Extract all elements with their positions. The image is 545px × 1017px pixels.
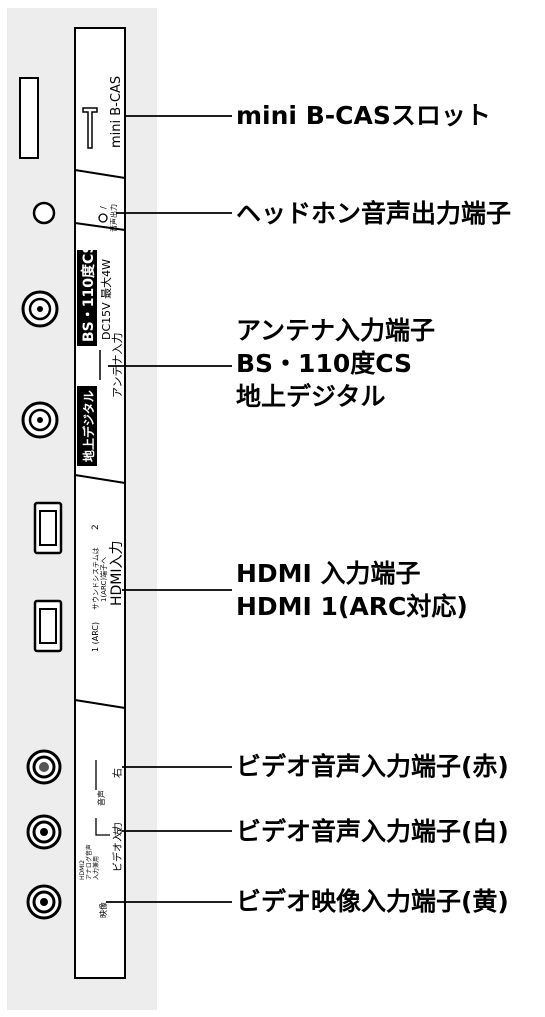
hdmi2-label-line2: アナログ音声 bbox=[85, 844, 93, 880]
callout-bcas-text: mini B-CASスロット bbox=[236, 101, 491, 130]
audio-label: 音声 bbox=[96, 790, 106, 806]
callout-video-yellow-text: ビデオ映像入力端子(黄) bbox=[236, 887, 509, 916]
terrestrial-badge: 地上デジタル bbox=[81, 390, 96, 462]
audio-left-jack bbox=[26, 814, 62, 850]
callout-audio-red: ビデオ音声入力端子(赤) bbox=[236, 750, 509, 783]
section-dividers bbox=[74, 169, 126, 709]
callout-antenna-terrestrial: 地上デジタル bbox=[236, 382, 386, 411]
hdmi2-label-line1: HDMI2 bbox=[79, 860, 86, 880]
callout-hdmi: HDMI 入力端子 HDMI 1(ARC対応) bbox=[236, 557, 468, 623]
callout-bcas-slot: mini B-CASスロット bbox=[236, 99, 491, 132]
callout-hdmi-arc: HDMI 1(ARC対応) bbox=[236, 592, 468, 621]
headphone-icon bbox=[98, 213, 108, 223]
video-jack bbox=[26, 884, 62, 920]
leader-lines bbox=[106, 115, 232, 903]
callout-headphone: ヘッドホン音声出力端子 bbox=[236, 197, 511, 230]
callout-audio-white-text: ビデオ音声入力端子(白) bbox=[236, 817, 509, 846]
bs-power-label: DC15V 最大4W bbox=[99, 259, 113, 340]
callout-antenna-title: アンテナ入力端子 bbox=[236, 316, 436, 345]
audio-left-label: 左 bbox=[112, 827, 124, 836]
callout-video-yellow: ビデオ映像入力端子(黄) bbox=[236, 885, 509, 918]
terrestrial-antenna-connector bbox=[21, 401, 59, 439]
bs-badge: BS・110度CS bbox=[80, 243, 97, 342]
callout-antenna-bs: BS・110度CS bbox=[236, 349, 413, 378]
bcas-card-icon bbox=[82, 107, 98, 149]
callout-hdmi-title: HDMI 入力端子 bbox=[236, 559, 421, 588]
hdmi-port-1 bbox=[33, 599, 63, 653]
headphone-jack bbox=[32, 201, 56, 225]
audio-right-label: 右 bbox=[111, 768, 124, 778]
bcas-slot-label: mini B-CAS bbox=[109, 76, 124, 148]
audio-bracket bbox=[95, 760, 110, 836]
terrestrial-badge-background bbox=[77, 386, 97, 466]
callout-audio-red-text: ビデオ音声入力端子(赤) bbox=[236, 752, 509, 781]
hdmi-port-1-label: 1 (ARC) bbox=[91, 622, 100, 652]
hdmi-note-line2: 1(ARC)端子へ bbox=[99, 557, 108, 602]
callout-headphone-text: ヘッドホン音声出力端子 bbox=[236, 199, 512, 228]
headphone-label: 音声出力 bbox=[109, 204, 118, 232]
hdmi-note-line1: サウンドシステムは bbox=[92, 547, 100, 610]
hdmi-input-label: HDMI入力 bbox=[109, 540, 125, 606]
hdmi-port-2 bbox=[33, 501, 63, 555]
callout-antenna: アンテナ入力端子 BS・110度CS 地上デジタル bbox=[236, 314, 435, 413]
audio-right-jack bbox=[26, 749, 62, 785]
hdmi-port-2-label: 2 bbox=[91, 524, 101, 530]
bs-badge-background bbox=[77, 250, 97, 346]
bs-antenna-connector bbox=[21, 290, 59, 328]
bcas-slot bbox=[19, 77, 39, 159]
hdmi2-label-line3: 入力兼用 bbox=[92, 856, 100, 880]
callout-audio-white: ビデオ音声入力端子(白) bbox=[236, 815, 509, 848]
headphone-label-slash: / bbox=[99, 206, 108, 209]
video-input-label: ビデオ入力 bbox=[111, 822, 124, 872]
video-label: 映像 bbox=[98, 902, 108, 918]
